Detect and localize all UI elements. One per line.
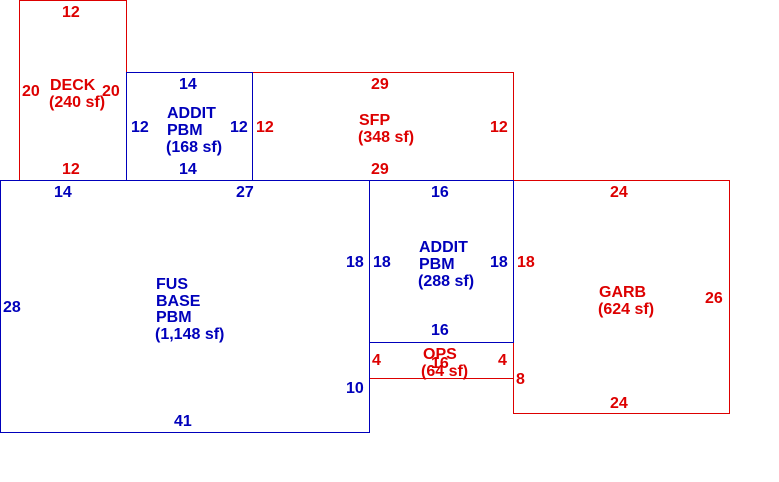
deck-left-dim: 20 xyxy=(22,83,40,100)
sfp-name: SFP xyxy=(359,112,390,129)
addit-top-area: (168 sf) xyxy=(166,139,222,156)
addit-mid-outline xyxy=(369,180,514,343)
fus-bottom-dim: 41 xyxy=(174,413,192,430)
addit-mid-left-dim: 18 xyxy=(373,254,391,271)
garb-left-dim: 18 xyxy=(517,254,535,271)
ops-left-dim: 4 xyxy=(372,352,381,369)
addit-top-line2: PBM xyxy=(167,122,203,139)
fus-top-right-dim: 27 xyxy=(236,184,254,201)
fus-outline xyxy=(0,180,370,433)
addit-top-bottom-dim: 14 xyxy=(179,161,197,178)
sfp-area: (348 sf) xyxy=(358,129,414,146)
addit-mid-line1: ADDIT xyxy=(419,239,468,256)
addit-top-top-dim: 14 xyxy=(179,76,197,93)
deck-top-dim: 12 xyxy=(62,4,80,21)
deck-area: (240 sf) xyxy=(49,94,105,111)
sfp-bottom-dim: 29 xyxy=(371,161,389,178)
addit-mid-line2: PBM xyxy=(419,256,455,273)
addit-mid-right-dim: 18 xyxy=(490,254,508,271)
fus-right-dim: 18 xyxy=(346,254,364,271)
ops-right-dim: 4 xyxy=(498,352,507,369)
fus-line2: BASE xyxy=(156,293,201,310)
addit-mid-top-dim: 16 xyxy=(431,184,449,201)
sfp-top-dim: 29 xyxy=(371,76,389,93)
fus-line1: FUS xyxy=(156,276,188,293)
fus-line3: PBM xyxy=(156,309,192,326)
garb-area: (624 sf) xyxy=(598,301,654,318)
addit-mid-bottom-dim: 16 xyxy=(431,322,449,339)
fus-left-dim: 28 xyxy=(3,299,21,316)
garb-notch-dim: 8 xyxy=(516,371,525,388)
fus-area: (1,148 sf) xyxy=(155,326,224,343)
ops-overlap-dim: 16 xyxy=(431,355,449,372)
deck-right-dim: 20 xyxy=(102,83,120,100)
sfp-left-dim: 12 xyxy=(256,119,274,136)
fus-notch-dim: 10 xyxy=(346,380,364,397)
fus-top-left-dim: 14 xyxy=(54,184,72,201)
addit-top-left-dim: 12 xyxy=(131,119,149,136)
garb-name: GARB xyxy=(599,284,646,301)
sfp-right-dim: 12 xyxy=(490,119,508,136)
deck-name: DECK xyxy=(50,77,96,94)
garb-bottom-dim: 24 xyxy=(610,395,628,412)
addit-mid-area: (288 sf) xyxy=(418,273,474,290)
deck-bottom-dim: 12 xyxy=(62,161,80,178)
addit-top-line1: ADDIT xyxy=(167,105,216,122)
garb-top-dim: 24 xyxy=(610,184,628,201)
ops-area: (64 sf) xyxy=(421,363,468,380)
garb-right-dim: 26 xyxy=(705,290,723,307)
ops-name: OPS xyxy=(423,346,457,363)
addit-top-right-dim: 12 xyxy=(230,119,248,136)
